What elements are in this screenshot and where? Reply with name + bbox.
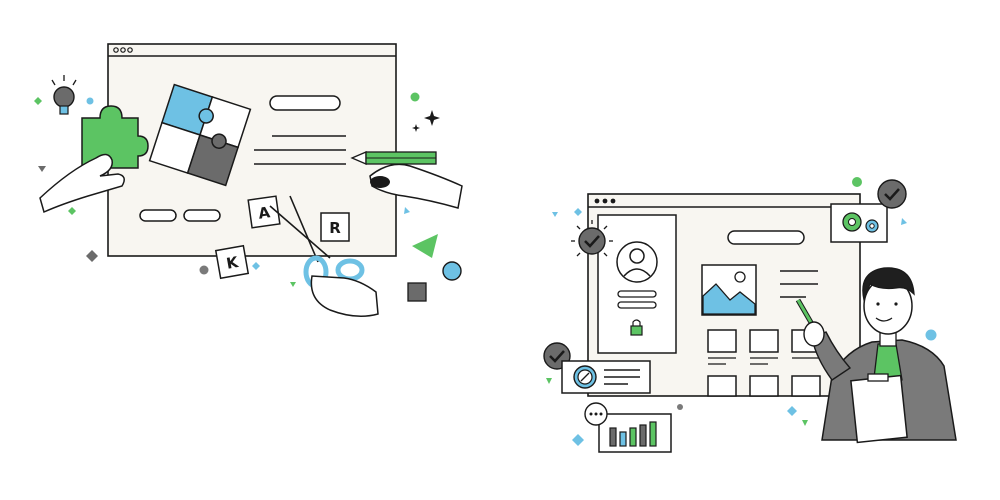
user-avatar-icon [616,241,658,283]
letter-tile-k: K [214,244,250,280]
sparkle-icon [412,124,420,132]
letter-tile-r: R [320,212,350,242]
left-illustration: A R K [34,43,463,317]
image-icon [701,264,757,316]
check-icon [877,179,907,209]
gear-panel [830,203,888,243]
letter-tile-r-label: R [329,219,341,237]
window-dots-icon [113,47,133,53]
window-dots-icon [594,198,616,204]
decorative-shapes [34,92,462,302]
bar-chart-icon [609,421,657,447]
green-puzzle-piece [81,105,149,169]
button-pill [183,209,221,222]
check-icon [571,220,613,257]
percent-icon [573,365,597,389]
text-lines [254,135,346,165]
profile-card [597,214,677,354]
sparkle-icon [424,110,440,126]
right-hand [369,163,463,209]
pencil-icon [350,151,437,165]
lightbulb-icon [51,75,77,115]
lock-icon [630,319,643,336]
right-browser-window [587,193,861,397]
raised-arm [811,331,852,381]
raised-hand [803,321,825,347]
decorative-shapes [546,177,937,446]
letter-tile-a-label: A [257,203,271,222]
discount-card [561,360,651,394]
businessman-figure [795,267,957,444]
chat-dots-icon [584,402,608,426]
scissors-hand [310,275,379,317]
gear-icon [865,219,879,233]
letter-tile-k-label: K [225,253,241,273]
hair [862,267,915,303]
right-illustration [543,177,957,453]
gear-icon [842,212,862,232]
letter-tile-a: A [247,195,281,229]
title-pill [727,230,805,245]
text-lines [780,270,818,298]
clipboard-icon [850,373,908,444]
left-hand [39,153,125,214]
button-pill [139,209,177,222]
analytics-card [584,402,672,453]
puzzle-icon [148,83,252,187]
title-pill [269,95,341,111]
